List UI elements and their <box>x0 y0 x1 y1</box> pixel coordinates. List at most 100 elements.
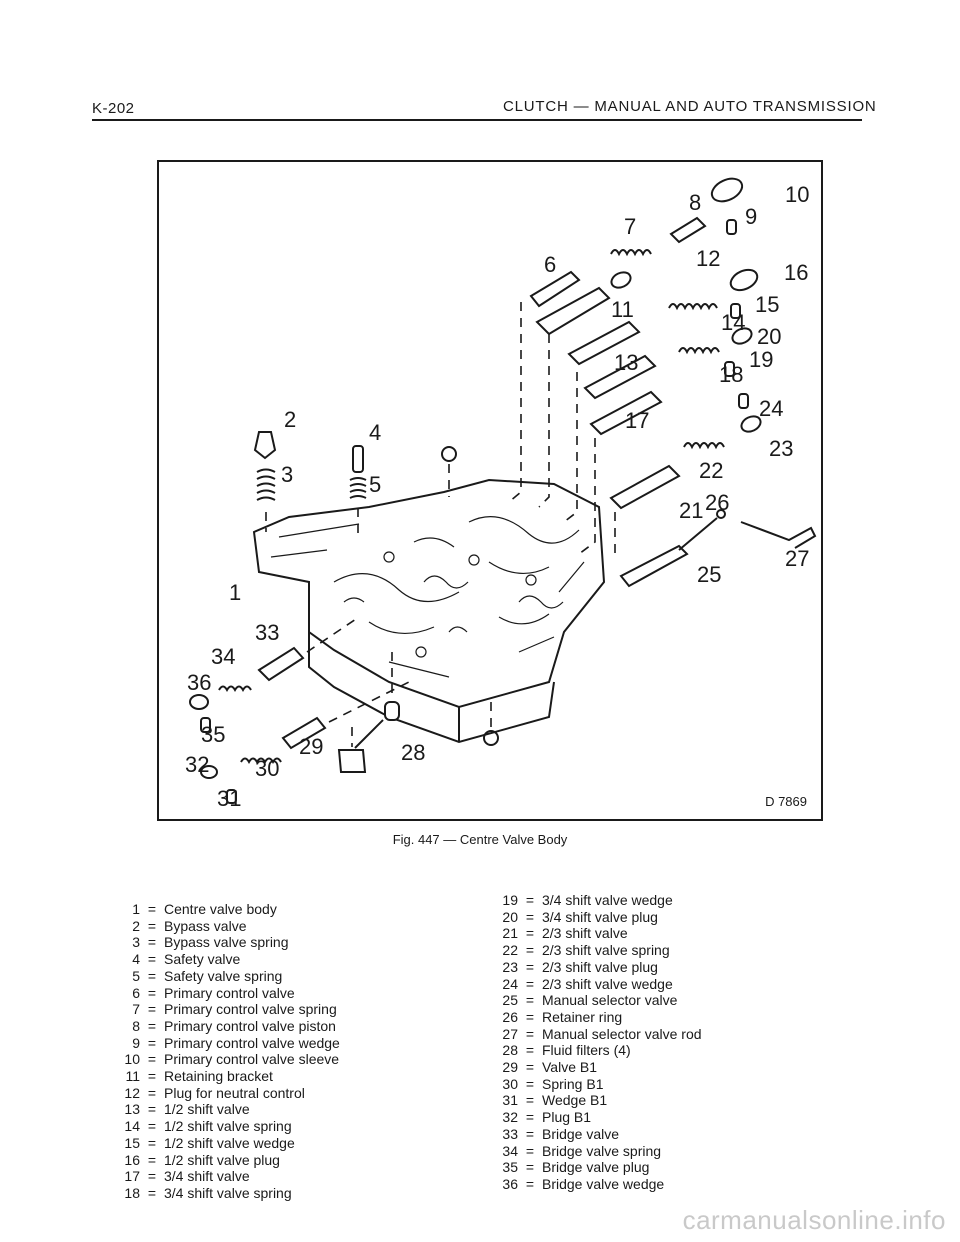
running-title: CLUTCH — MANUAL AND AUTO TRANSMISSION <box>503 98 877 115</box>
part-label: 3 <box>281 462 293 487</box>
legend-number: 4 <box>132 951 140 968</box>
part-label: 22 <box>699 458 723 483</box>
part-label: 5 <box>369 472 381 497</box>
legend-item: 33=Bridge valve <box>480 1126 702 1143</box>
legend-equals: = <box>525 1042 535 1059</box>
part-label: 29 <box>299 734 323 759</box>
legend-equals: = <box>147 1068 157 1085</box>
legend-item: 28=Fluid filters (4) <box>480 1042 702 1059</box>
legend-equals: = <box>525 992 535 1009</box>
centre-valve-body-drawing <box>252 478 606 744</box>
part-label: 30 <box>255 756 279 781</box>
legend-number: 3 <box>132 934 140 951</box>
legend-number: 8 <box>132 1017 140 1034</box>
legend-item: 10=Primary control valve sleeve <box>102 1051 340 1068</box>
legend-description: Manual selector valve <box>542 992 678 1009</box>
legend-equals: = <box>525 1092 535 1109</box>
legend-item: 15=1/2 shift valve wedge <box>102 1135 340 1152</box>
legend-description: Plug for neutral control <box>164 1084 305 1101</box>
legend-equals: = <box>147 934 157 951</box>
legend-equals: = <box>525 1075 535 1092</box>
part-label: 11 <box>611 297 634 322</box>
legend-description: 1/2 shift valve plug <box>164 1151 280 1168</box>
legend-description: Bridge valve plug <box>542 1159 650 1176</box>
legend-number: 33 <box>502 1125 518 1142</box>
shift-valve-trains-drawing <box>508 177 817 588</box>
legend-equals: = <box>147 1134 157 1151</box>
legend-equals: = <box>525 975 535 992</box>
legend-item: 12=Plug for neutral control <box>102 1085 340 1102</box>
legend-equals: = <box>525 1142 535 1159</box>
part-label: 26 <box>705 490 729 515</box>
legend-number: 21 <box>502 925 518 942</box>
legend-number: 29 <box>502 1059 518 1076</box>
header-rule <box>92 119 862 121</box>
legend-description: 2/3 shift valve <box>542 925 628 942</box>
legend-number: 10 <box>124 1051 140 1068</box>
legend-item: 19=3/4 shift valve wedge <box>480 892 702 909</box>
part-label: 28 <box>401 740 425 765</box>
legend-number: 24 <box>502 975 518 992</box>
part-label: 31 <box>217 786 241 811</box>
legend-number: 13 <box>124 1101 140 1118</box>
part-label: 21 <box>679 498 703 523</box>
legend-number: 34 <box>502 1142 518 1159</box>
legend-number: 36 <box>502 1175 518 1192</box>
legend-description: Safety valve spring <box>164 967 283 984</box>
legend-item: 6=Primary control valve <box>102 985 340 1002</box>
page-number: K-202 <box>92 100 135 117</box>
legend-item: 7=Primary control valve spring <box>102 1001 340 1018</box>
legend-equals: = <box>525 925 535 942</box>
legend-description: Primary control valve wedge <box>164 1034 340 1051</box>
legend-number: 31 <box>502 1092 518 1109</box>
legend-number: 2 <box>132 917 140 934</box>
legend-equals: = <box>147 1001 157 1018</box>
legend-item: 31=Wedge B1 <box>480 1092 702 1109</box>
legend-equals: = <box>147 1151 157 1168</box>
legend-number: 15 <box>124 1134 140 1151</box>
bypass-and-safety-valve-drawing <box>253 431 457 534</box>
legend-description: Primary control valve sleeve <box>164 1051 340 1068</box>
legend-item: 16 = 1/2 shift valve plug <box>102 1152 340 1169</box>
legend-description: Valve B1 <box>542 1059 597 1076</box>
legend-item: 3=Bypass valve spring <box>102 934 340 951</box>
part-label: 24 <box>759 396 783 421</box>
part-label: 15 <box>755 292 779 317</box>
legend-equals: = <box>147 1118 157 1135</box>
legend-description: 3/4 shift valve spring <box>164 1184 292 1201</box>
figure-caption: Fig. 447 — Centre Valve Body <box>392 832 568 847</box>
legend-equals: = <box>147 951 157 968</box>
legend-number: 16 <box>124 1151 140 1168</box>
part-label: 32 <box>185 752 209 777</box>
legend-item: 9=Primary control valve wedge <box>102 1035 340 1052</box>
figure-code: D 7869 <box>765 794 807 809</box>
part-label: 16 <box>784 260 808 285</box>
legend-equals: = <box>147 1101 157 1118</box>
legend-equals: = <box>525 1109 535 1126</box>
legend-item: 32=Plug B1 <box>480 1109 702 1126</box>
legend-description: Bridge valve <box>542 1125 620 1142</box>
part-label: 20 <box>757 324 781 349</box>
legend-equals: = <box>525 1008 535 1025</box>
legend-equals: = <box>147 984 157 1001</box>
part-label: 36 <box>187 670 211 695</box>
part-number-labels: 1234567891011121314151617181920212223242… <box>185 182 809 811</box>
part-label: 25 <box>697 562 721 587</box>
legend-description: Safety valve <box>164 951 241 968</box>
legend-equals: = <box>147 1017 157 1034</box>
legend-equals: = <box>525 1059 535 1076</box>
legend-item: 26=Retainer ring <box>480 1009 702 1026</box>
part-label: 13 <box>614 350 638 375</box>
legend-item: 20=3/4 shift valve plug <box>480 909 702 926</box>
legend-equals: = <box>147 1184 157 1201</box>
legend-description: Spring B1 <box>542 1075 604 1092</box>
legend-item: 35=Bridge valve plug <box>480 1159 702 1176</box>
legend-item: 17=3/4 shift valve <box>102 1168 340 1185</box>
legend-item: 18=3/4 shift valve spring <box>102 1185 340 1202</box>
legend-number: 20 <box>502 908 518 925</box>
legend-description: 3/4 shift valve wedge <box>542 892 673 908</box>
legend-number: 23 <box>502 958 518 975</box>
legend-number: 6 <box>132 984 140 1001</box>
